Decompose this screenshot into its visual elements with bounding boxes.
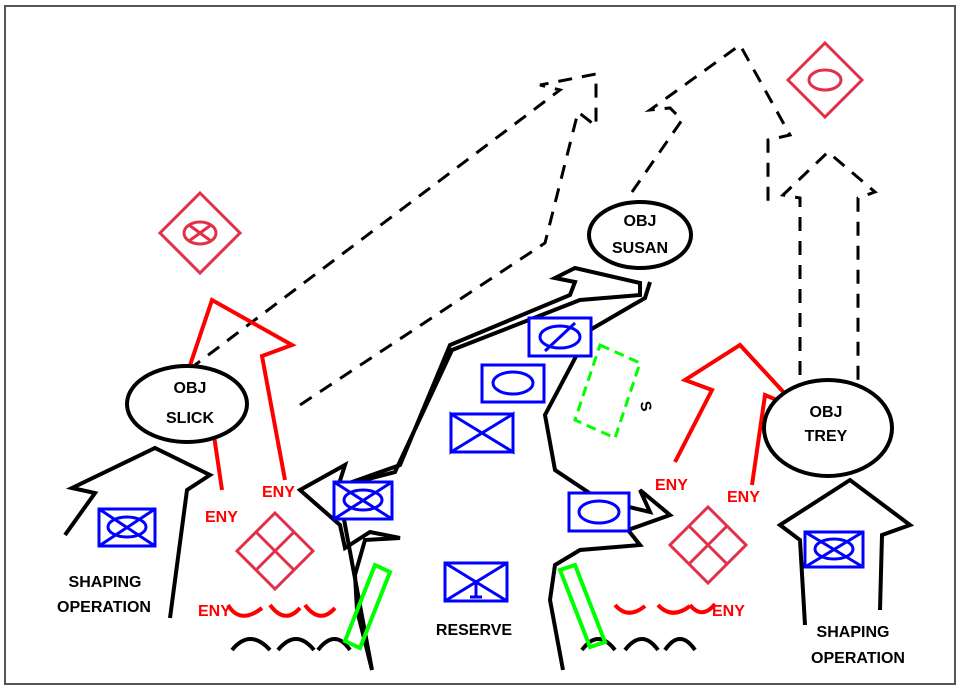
enemy-diamond-quad-left <box>234 510 316 592</box>
enemy-label: ENY <box>198 603 231 620</box>
enemy-arc-4 <box>613 603 647 615</box>
objective-susan-line2: SUSAN <box>612 240 668 257</box>
friendly-unit-reserve <box>443 561 509 603</box>
support-unit-dashed <box>573 342 642 441</box>
support-unit-right <box>557 562 608 650</box>
enemy-label: ENY <box>727 489 760 506</box>
friendly-unit-armor-right <box>567 491 631 533</box>
enemy-diamond-top-right <box>785 40 865 120</box>
objective-slick-oval <box>125 364 249 444</box>
friendly-unit-armored-infantry-left <box>97 507 157 548</box>
main-attack-arrow-left <box>296 265 642 671</box>
dashed-arrow-center <box>630 42 793 210</box>
enemy-label: ENY <box>205 509 238 526</box>
dashed-arrow-right <box>779 149 878 380</box>
enemy-arc-6 <box>688 602 717 615</box>
objective-susan-line1: OBJ <box>624 213 657 230</box>
terrain-arc-2 <box>276 637 316 652</box>
enemy-arc-3 <box>303 603 337 618</box>
shaping-right-line2: OPERATION <box>811 650 905 667</box>
support-label: S <box>636 400 654 413</box>
main-attack-arrow-right <box>542 281 674 671</box>
enemy-label: ENY <box>712 603 745 620</box>
objective-trey-line1: OBJ <box>810 404 843 421</box>
friendly-unit-armor-recon <box>527 316 593 358</box>
objective-trey-oval <box>762 378 894 478</box>
enemy-arc-1 <box>226 603 264 618</box>
friendly-unit-infantry-bowtie <box>449 411 515 455</box>
objective-slick-line2: SLICK <box>166 410 214 427</box>
terrain-arc-1 <box>230 637 272 652</box>
friendly-unit-armor-center <box>480 363 546 404</box>
enemy-diamond-quad-right <box>667 504 749 586</box>
objective-trey-line2: TREY <box>805 428 848 445</box>
reserve-label: RESERVE <box>436 622 513 639</box>
shaping-left-line2: OPERATION <box>57 599 151 616</box>
enemy-arc-2 <box>268 603 302 618</box>
terrain-arc-4 <box>580 637 617 652</box>
support-unit-left <box>342 562 393 651</box>
friendly-unit-armored-infantry-center <box>332 480 394 521</box>
terrain-arc-5 <box>623 637 660 652</box>
enemy-label: ENY <box>655 477 688 494</box>
enemy-arc-5 <box>656 603 692 615</box>
terrain-arc-6 <box>663 637 697 652</box>
terrain-arc-3 <box>316 637 352 652</box>
enemy-diamond-left <box>157 190 243 276</box>
shaping-right-line1: SHAPING <box>817 624 890 641</box>
enemy-route-right <box>673 342 802 486</box>
shaping-arrow-left <box>63 445 215 619</box>
dashed-arrow-left <box>194 72 598 407</box>
enemy-label: ENY <box>262 484 295 501</box>
objective-susan-oval <box>587 200 693 270</box>
objective-slick-line1: OBJ <box>174 380 207 397</box>
shaping-left-line1: SHAPING <box>69 574 142 591</box>
friendly-unit-armored-infantry-right <box>803 530 865 569</box>
shaping-arrow-right <box>776 477 915 626</box>
